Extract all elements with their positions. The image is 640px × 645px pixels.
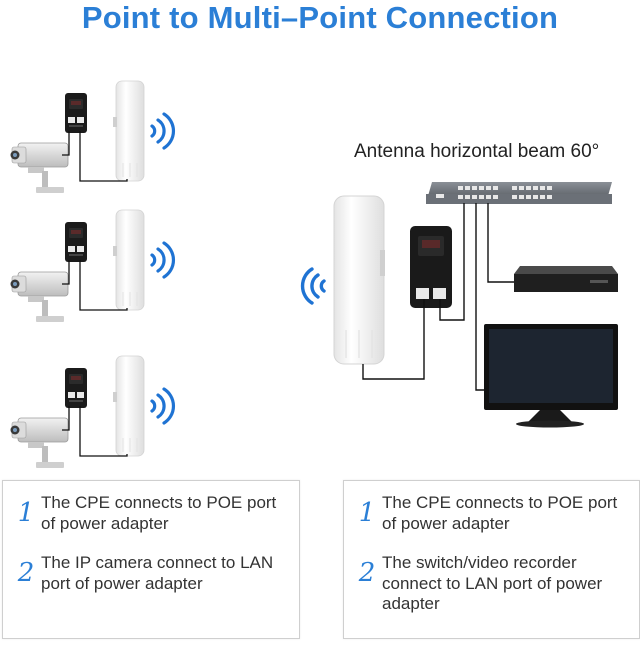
- left-note-2: 2 The IP camera connect to LAN port of p…: [11, 553, 293, 594]
- left-notes-panel: 1 The CPE connects to POE port of power …: [2, 480, 300, 639]
- video-recorder-icon: [514, 266, 618, 292]
- note-text: The IP camera connect to LAN port of pow…: [41, 553, 274, 593]
- network-diagram: [0, 0, 618, 480]
- right-notes-panel: 1 The CPE connects to POE port of power …: [343, 480, 640, 639]
- right-note-1: 1 The CPE connects to POE port of power …: [352, 493, 633, 534]
- step-1-icon: 1: [358, 498, 376, 528]
- left-note-1: 1 The CPE connects to POE port of power …: [11, 493, 293, 534]
- step-2-icon: 2: [358, 558, 376, 588]
- page-title: Point to Multi–Point Connection: [81, 0, 559, 35]
- note-text: The switch/video recorder connect to LAN…: [382, 553, 603, 613]
- network-switch-icon: [426, 182, 612, 204]
- step-2-icon: 2: [17, 558, 35, 588]
- station-1: [11, 81, 174, 193]
- note-text: The CPE connects to POE port of power ad…: [41, 493, 277, 533]
- station-3: [11, 356, 174, 468]
- note-text: The CPE connects to POE port of power ad…: [382, 493, 618, 533]
- station-2: [11, 210, 174, 322]
- beam-label: Antenna horizontal beam 60°: [354, 141, 600, 162]
- wifi-signal-icon: [300, 267, 326, 305]
- cpe-antenna-icon: [333, 195, 385, 365]
- monitor-icon: [484, 324, 618, 428]
- right-note-2: 2 The switch/video recorder connect to L…: [352, 553, 633, 615]
- step-1-icon: 1: [17, 498, 35, 528]
- poe-adapter-icon: [410, 226, 452, 308]
